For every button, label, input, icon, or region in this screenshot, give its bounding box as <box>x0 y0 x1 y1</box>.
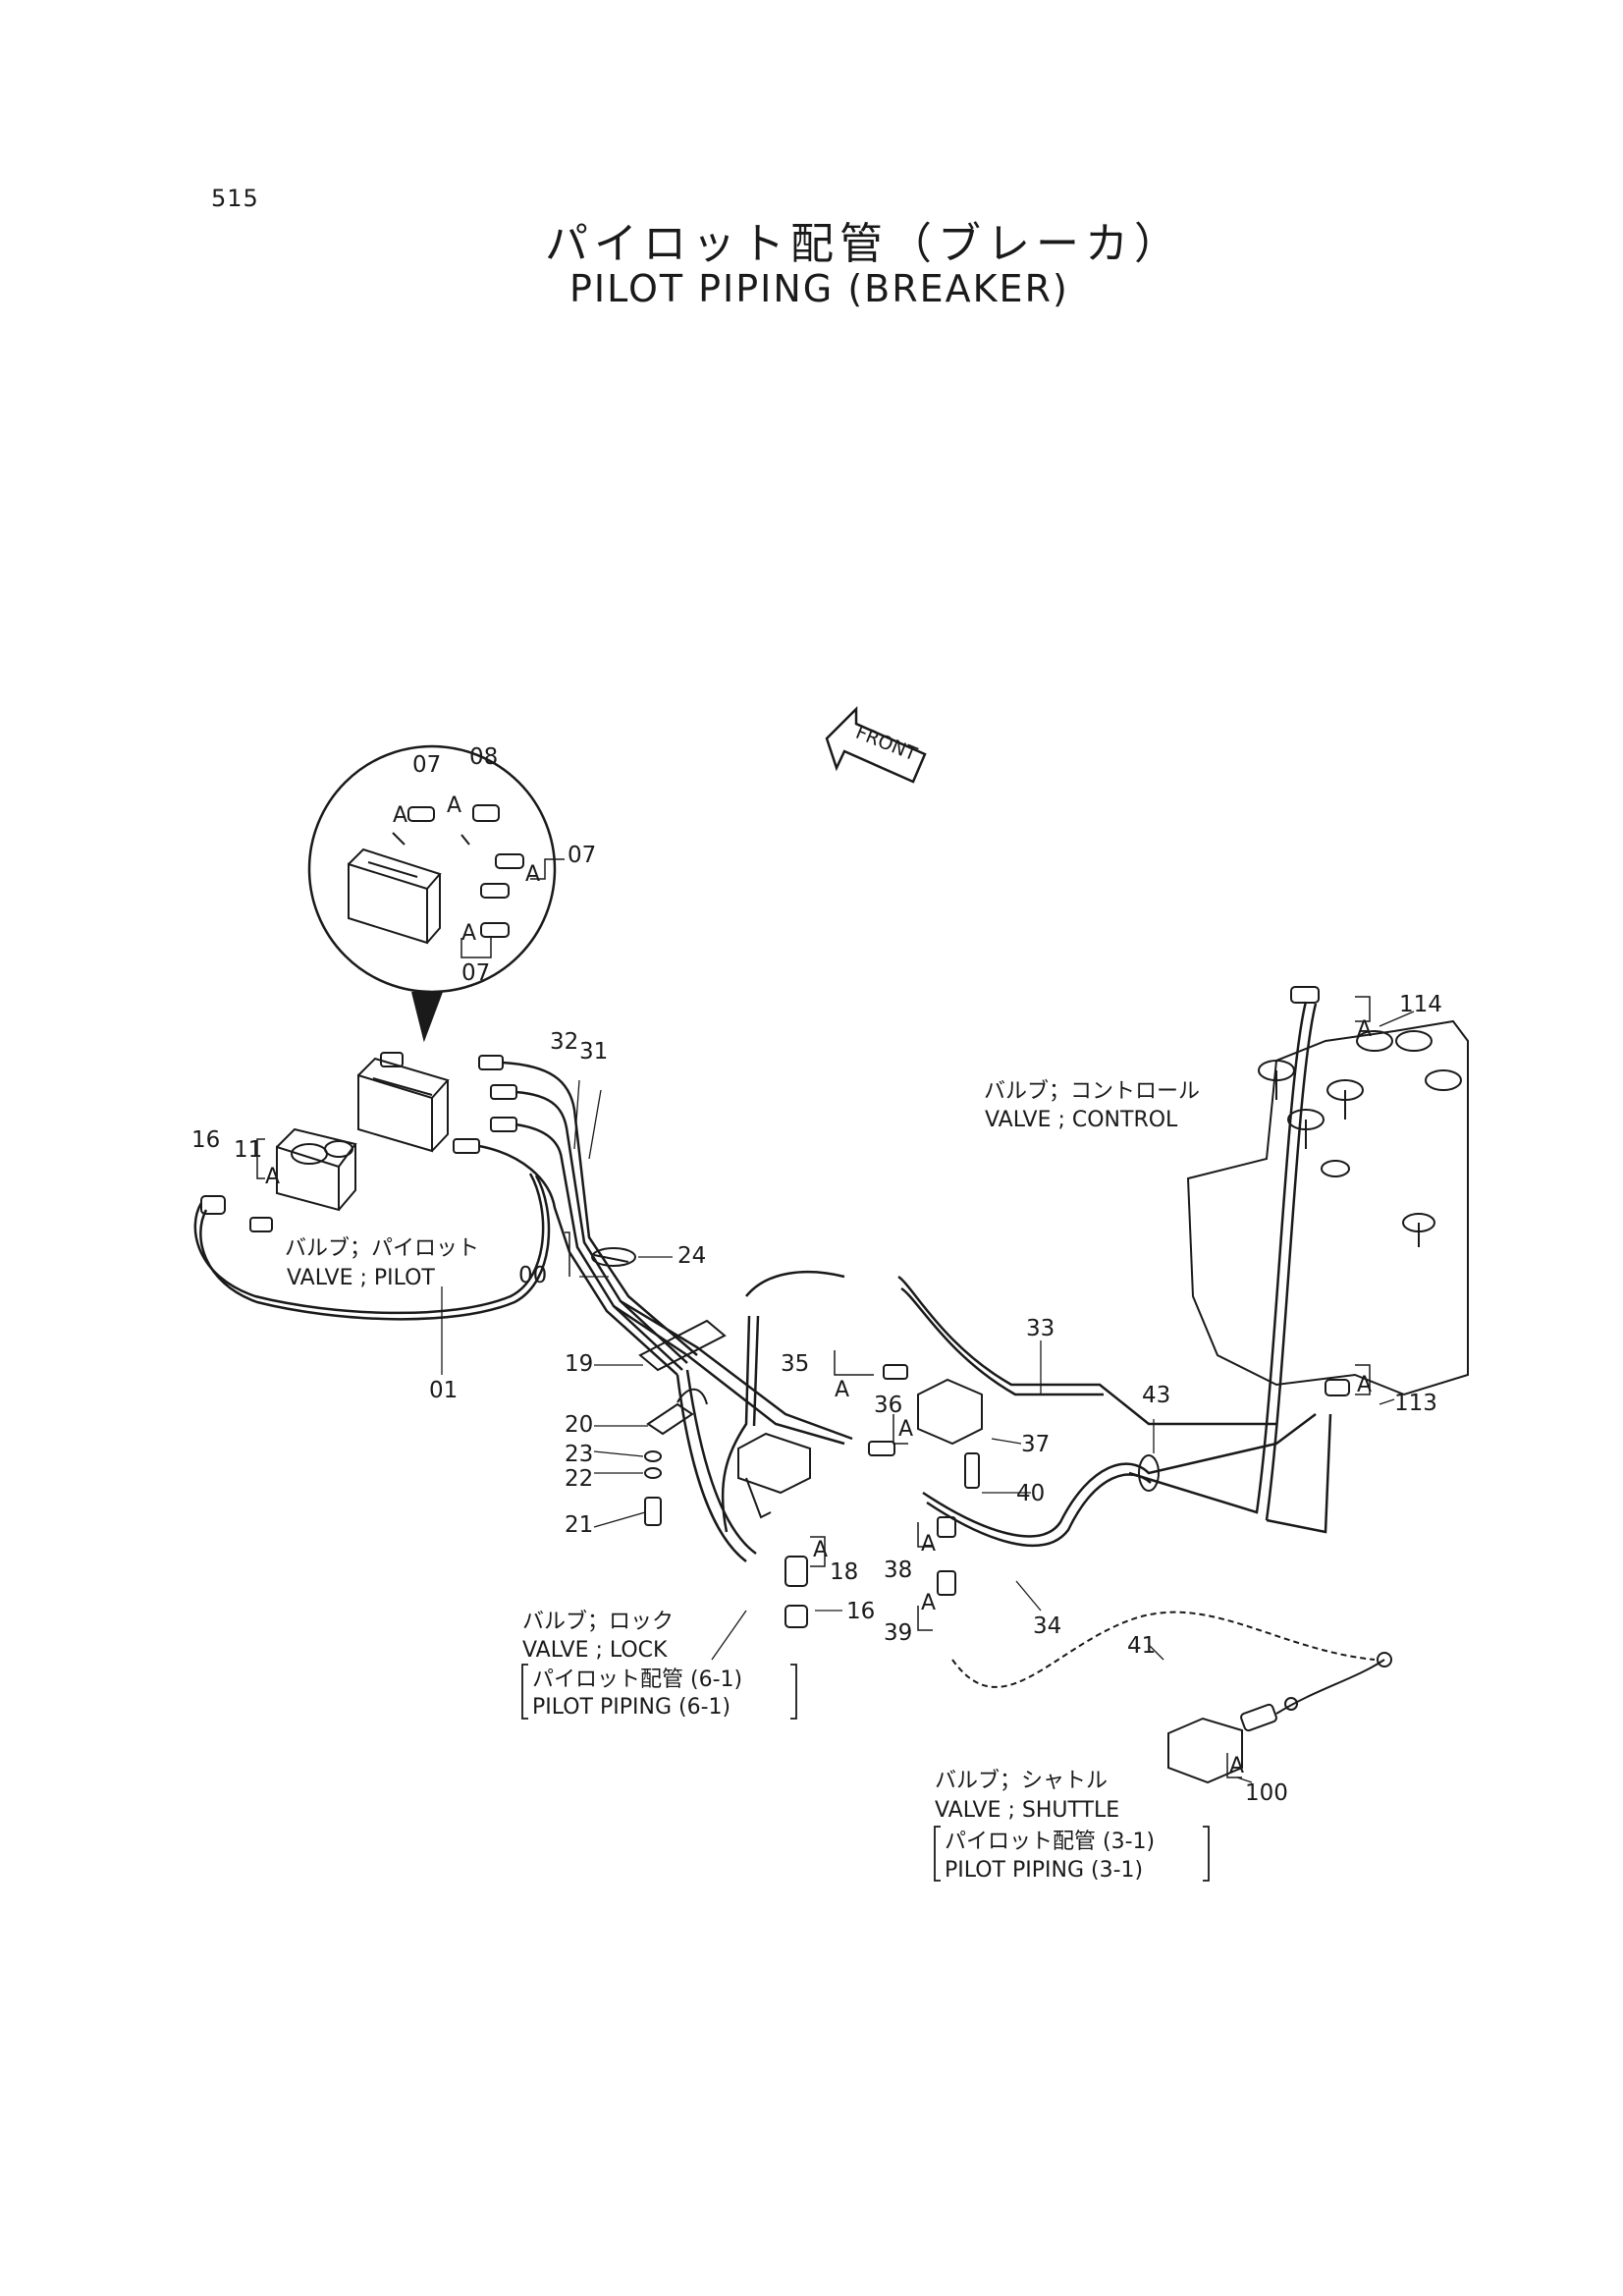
pilot-valve-label-jp: バルブ；パイロット <box>285 1236 480 1261</box>
detail-a-marker: A <box>265 1165 281 1189</box>
part-number: 31 <box>579 1039 609 1065</box>
front-arrow-icon <box>825 705 927 784</box>
part-number: 39 <box>884 1620 913 1646</box>
part-number: 33 <box>1026 1316 1055 1341</box>
detail-a-brackets <box>256 858 1371 1778</box>
part-number: 16 <box>846 1599 876 1624</box>
detail-a-marker: A <box>813 1538 829 1562</box>
shuttle-valve <box>951 1611 1392 1784</box>
part-number: 24 <box>677 1243 707 1269</box>
lock-valve-label-jp: バルブ；ロック <box>522 1610 675 1634</box>
part-number: 19 <box>565 1351 594 1377</box>
shuttle-valve-ref-en: PILOT PIPING (3-1) <box>945 1858 1144 1883</box>
detail-a-marker: A <box>393 803 408 828</box>
part-number: 16 <box>191 1127 221 1153</box>
part-number: 34 <box>1033 1613 1062 1639</box>
part-number: 36 <box>874 1393 903 1418</box>
part-number: 35 <box>781 1351 810 1377</box>
detail-a-marker: A <box>1229 1754 1245 1778</box>
reference-brackets <box>521 1664 1210 1882</box>
part-number: 07 <box>461 960 491 986</box>
part-number: 08 <box>469 744 499 770</box>
detail-a-marker: A <box>461 921 477 946</box>
detail-a-marker: A <box>921 1591 937 1615</box>
part-number: 18 <box>830 1559 859 1585</box>
part-number: 113 <box>1394 1391 1437 1416</box>
part-number: 07 <box>412 752 442 778</box>
detail-a-marker: A <box>1357 1017 1373 1042</box>
pipe-clamp <box>1138 1454 1160 1492</box>
part-number: 37 <box>1021 1432 1051 1457</box>
pilot-valve-label-en: VALVE ; PILOT <box>287 1266 435 1290</box>
part-number: 43 <box>1142 1383 1171 1408</box>
leader-lines <box>441 1011 1415 1783</box>
part-number: 22 <box>565 1466 594 1492</box>
lock-valve <box>737 1432 811 1628</box>
detail-a-marker: A <box>898 1417 914 1442</box>
page-title-english: PILOT PIPING (BREAKER) <box>569 267 1069 310</box>
detail-a-marker: A <box>835 1378 850 1402</box>
shuttle-valve-label-en: VALVE ; SHUTTLE <box>935 1798 1120 1823</box>
part-number: 100 <box>1245 1780 1288 1806</box>
part-number: 20 <box>565 1412 594 1438</box>
pilot-valve-body <box>357 1052 517 1154</box>
lock-valve-ref-en: PILOT PIPING (6-1) <box>532 1695 731 1720</box>
detail-circle <box>307 744 557 1043</box>
lock-valve-label-en: VALVE ; LOCK <box>522 1638 668 1663</box>
part-number: 40 <box>1016 1481 1046 1506</box>
detail-a-marker: A <box>525 862 541 887</box>
page-title-japanese: パイロット配管（ブレーカ） <box>545 219 1183 269</box>
detail-a-marker: A <box>447 793 462 818</box>
part-number: 114 <box>1399 992 1442 1017</box>
detail-a-marker: A <box>921 1532 937 1557</box>
bracket-plate <box>638 1319 727 1526</box>
part-number: 38 <box>884 1558 913 1583</box>
part-number: 00 <box>518 1263 548 1288</box>
part-number: 21 <box>565 1512 594 1538</box>
part-number: 32 <box>550 1029 579 1055</box>
part-number: 11 <box>234 1137 263 1163</box>
control-valve <box>1186 986 1469 1396</box>
control-valve-label-en: VALVE ; CONTROL <box>985 1108 1178 1132</box>
pilot-valve-secondary <box>200 1127 357 1232</box>
part-number: 23 <box>565 1442 594 1467</box>
manifold-block <box>868 1364 983 1596</box>
shuttle-valve-label-jp: バルブ；シャトル <box>935 1769 1109 1793</box>
control-valve-label-jp: バルブ；コントロール <box>984 1079 1201 1104</box>
page-number: 515 <box>211 185 259 212</box>
part-number: 41 <box>1127 1633 1157 1659</box>
part-number: 07 <box>568 843 597 868</box>
lock-valve-ref-jp: パイロット配管 (6-1) <box>532 1667 743 1692</box>
clamp-bracket <box>591 1247 636 1267</box>
part-number: 01 <box>429 1378 459 1403</box>
detail-a-marker: A <box>1357 1373 1373 1397</box>
shuttle-valve-ref-jp: パイロット配管 (3-1) <box>945 1830 1156 1854</box>
